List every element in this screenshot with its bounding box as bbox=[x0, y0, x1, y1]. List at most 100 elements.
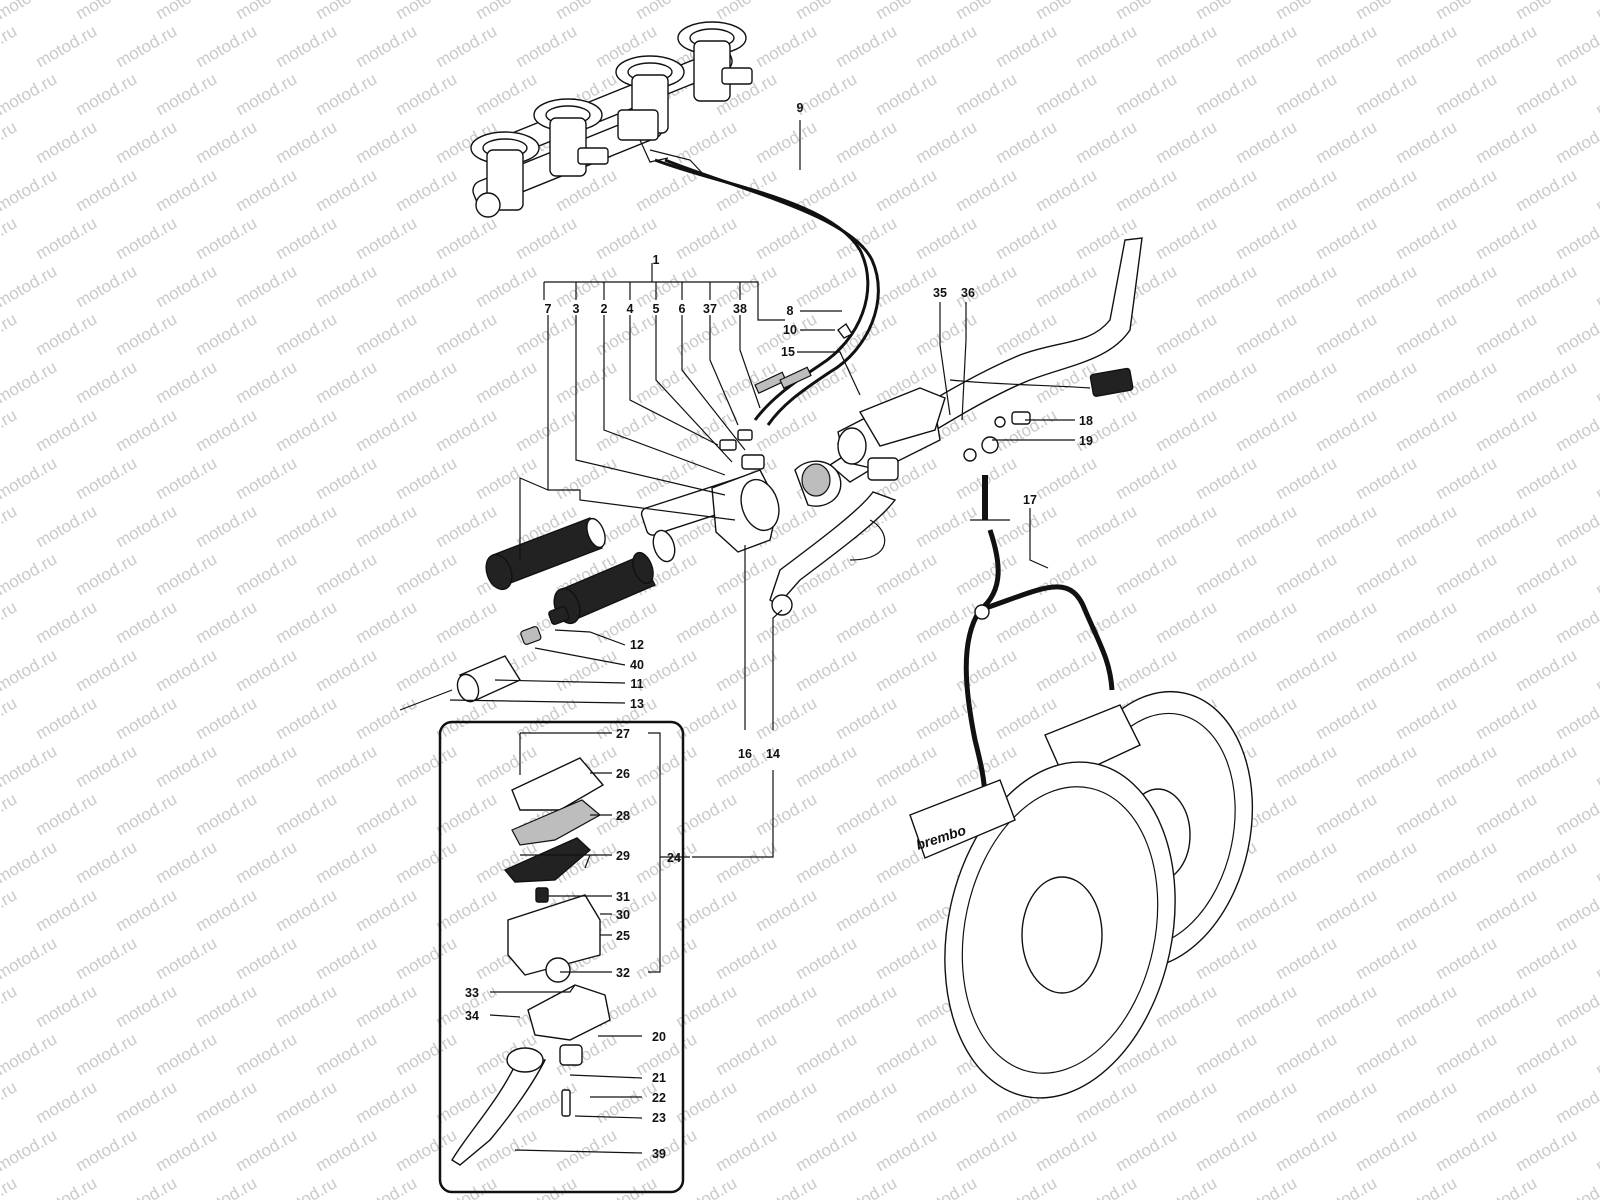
watermark-text: motod.ru bbox=[1033, 453, 1101, 503]
watermark-text: motod.ru bbox=[33, 981, 101, 1031]
watermark-text: motod.ru bbox=[233, 0, 301, 23]
watermark-text: motod.ru bbox=[113, 789, 181, 839]
watermark-text: motod.ru bbox=[1233, 1077, 1301, 1127]
watermark-text: motod.ru bbox=[833, 693, 901, 743]
watermark-text: motod.ru bbox=[1233, 597, 1301, 647]
watermark-text: motod.ru bbox=[1553, 597, 1600, 647]
watermark-text: motod.ru bbox=[1113, 0, 1181, 23]
watermark-text: motod.ru bbox=[73, 453, 141, 503]
watermark-text: motod.ru bbox=[313, 741, 381, 791]
watermark-text: motod.ru bbox=[953, 69, 1021, 119]
watermark-text: motod.ru bbox=[1473, 885, 1541, 935]
watermark-text: motod.ru bbox=[1513, 261, 1581, 311]
watermark-text: motod.ru bbox=[1393, 789, 1461, 839]
callout-25: 25 bbox=[616, 929, 630, 943]
watermark-text: motod.ru bbox=[353, 213, 421, 263]
watermark-text: motod.ru bbox=[0, 1125, 60, 1175]
watermark-text: motod.ru bbox=[473, 357, 541, 407]
watermark-text: motod.ru bbox=[753, 213, 821, 263]
watermark-text: motod.ru bbox=[1593, 741, 1600, 791]
watermark-text: motod.ru bbox=[33, 1173, 101, 1200]
watermark-text: motod.ru bbox=[113, 309, 181, 359]
watermark-text: motod.ru bbox=[1513, 933, 1581, 983]
watermark-text: motod.ru bbox=[113, 213, 181, 263]
callout-30: 30 bbox=[616, 908, 630, 922]
watermark-text: motod.ru bbox=[73, 645, 141, 695]
callout-5: 5 bbox=[653, 302, 660, 316]
watermark-text: motod.ru bbox=[473, 453, 541, 503]
watermark-text: motod.ru bbox=[273, 693, 341, 743]
watermark-text: motod.ru bbox=[153, 69, 221, 119]
watermark-text: motod.ru bbox=[1273, 933, 1341, 983]
watermark-text: motod.ru bbox=[753, 885, 821, 935]
watermark-text: motod.ru bbox=[73, 933, 141, 983]
master-cylinder-inset bbox=[438, 720, 685, 1194]
watermark-text: motod.ru bbox=[353, 501, 421, 551]
watermark-text: motod.ru bbox=[1473, 1173, 1541, 1200]
watermark-text: motod.ru bbox=[713, 0, 781, 23]
watermark-text: motod.ru bbox=[1593, 261, 1600, 311]
watermark-text: motod.ru bbox=[313, 453, 381, 503]
watermark-text: motod.ru bbox=[0, 1077, 20, 1127]
watermark-text: motod.ru bbox=[313, 0, 381, 23]
watermark-text: motod.ru bbox=[433, 21, 501, 71]
watermark-text: motod.ru bbox=[553, 0, 621, 23]
callout-24: 24 bbox=[667, 851, 681, 865]
watermark-text: motod.ru bbox=[1313, 789, 1381, 839]
watermark-text: motod.ru bbox=[433, 501, 501, 551]
watermark-text: motod.ru bbox=[793, 1029, 861, 1079]
watermark-text: motod.ru bbox=[1153, 501, 1221, 551]
watermark-text: motod.ru bbox=[553, 453, 621, 503]
watermark-text: motod.ru bbox=[1353, 933, 1421, 983]
watermark-text: motod.ru bbox=[1393, 1173, 1461, 1200]
watermark-text: motod.ru bbox=[1193, 645, 1261, 695]
watermark-text: motod.ru bbox=[1593, 69, 1600, 119]
watermark-text: motod.ru bbox=[73, 357, 141, 407]
callout-20: 20 bbox=[652, 1030, 666, 1044]
watermark-text: motod.ru bbox=[33, 213, 101, 263]
callout-32: 32 bbox=[616, 966, 630, 980]
watermark-text: motod.ru bbox=[1033, 261, 1101, 311]
watermark-text: motod.ru bbox=[1193, 549, 1261, 599]
watermark-text: motod.ru bbox=[1553, 309, 1600, 359]
watermark-text: motod.ru bbox=[1233, 117, 1301, 167]
watermark-text: motod.ru bbox=[1273, 1029, 1341, 1079]
watermark-text: motod.ru bbox=[1153, 309, 1221, 359]
watermark-text: motod.ru bbox=[633, 1029, 701, 1079]
watermark-text: motod.ru bbox=[1353, 549, 1421, 599]
watermark-text: motod.ru bbox=[1193, 933, 1261, 983]
callout-23: 23 bbox=[652, 1111, 666, 1125]
watermark-text: motod.ru bbox=[273, 597, 341, 647]
watermark-text: motod.ru bbox=[1353, 1125, 1421, 1175]
watermark-text: motod.ru bbox=[1393, 693, 1461, 743]
watermark-text: motod.ru bbox=[793, 645, 861, 695]
watermark-text: motod.ru bbox=[913, 309, 981, 359]
watermark-text: motod.ru bbox=[1393, 21, 1461, 71]
watermark-text: motod.ru bbox=[1273, 741, 1341, 791]
watermark-text: motod.ru bbox=[33, 597, 101, 647]
watermark-text: motod.ru bbox=[0, 165, 60, 215]
watermark-text: motod.ru bbox=[713, 933, 781, 983]
watermark-text: motod.ru bbox=[1353, 741, 1421, 791]
watermark-text: motod.ru bbox=[673, 309, 741, 359]
watermark-text: motod.ru bbox=[1513, 1029, 1581, 1079]
watermark-text: motod.ru bbox=[473, 0, 541, 23]
watermark-text: motod.ru bbox=[1313, 117, 1381, 167]
watermark-text: motod.ru bbox=[1553, 21, 1600, 71]
watermark-text: motod.ru bbox=[633, 933, 701, 983]
front-brake-assembly: brembo bbox=[909, 529, 1254, 1099]
watermark-text: motod.ru bbox=[273, 885, 341, 935]
watermark-text: motod.ru bbox=[953, 549, 1021, 599]
watermark-text: motod.ru bbox=[153, 645, 221, 695]
watermark-text: motod.ru bbox=[0, 453, 60, 503]
watermark-text: motod.ru bbox=[0, 261, 60, 311]
watermark-text: motod.ru bbox=[1273, 357, 1341, 407]
watermark-text: motod.ru bbox=[1073, 501, 1141, 551]
watermark-text: motod.ru bbox=[1273, 261, 1341, 311]
watermark-text: motod.ru bbox=[193, 789, 261, 839]
watermark-text: motod.ru bbox=[0, 501, 20, 551]
watermark-text: motod.ru bbox=[1393, 117, 1461, 167]
watermark-text: motod.ru bbox=[1233, 501, 1301, 551]
watermark-text: motod.ru bbox=[513, 21, 581, 71]
